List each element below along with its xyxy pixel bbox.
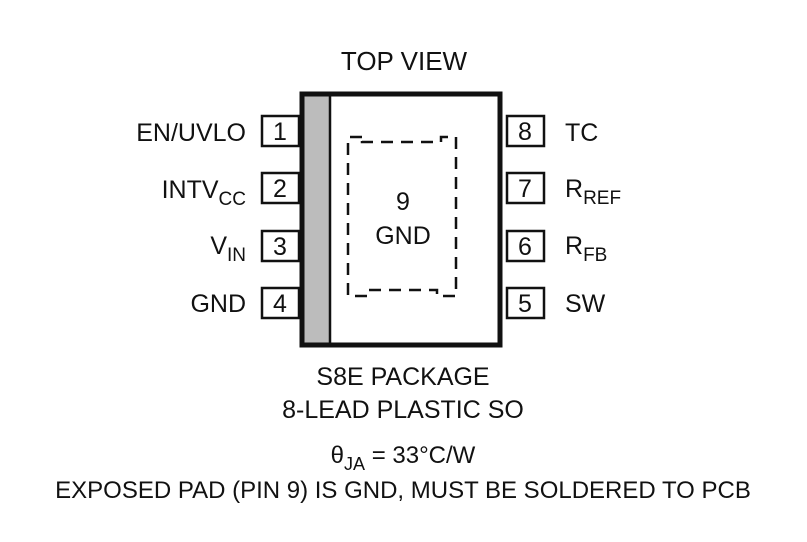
pin-3-number: 3: [273, 233, 287, 261]
pin-5-number: 5: [518, 290, 532, 318]
pin-2: 2 INTVCC: [162, 171, 301, 210]
pin-2-label: INTVCC: [162, 176, 246, 210]
pin-7: 7 RREF: [505, 171, 621, 209]
pin-2-number: 2: [273, 175, 287, 203]
pin-5-label: SW: [565, 290, 606, 318]
pin-7-box: [505, 171, 546, 205]
exposed-pad-label: GND: [375, 222, 431, 250]
exposed-pad-number: 9: [396, 188, 410, 216]
pin-7-number: 7: [518, 175, 532, 203]
package-body: [299, 91, 503, 348]
pin-7-label: RREF: [565, 175, 621, 209]
pin-8: 8 TC: [505, 114, 598, 148]
thermal-resistance: θJA = 33°C/W: [331, 442, 476, 474]
pin-8-number: 8: [518, 118, 532, 146]
pin-6-box: [505, 229, 546, 263]
pin-1-box: [260, 114, 301, 148]
pin-4-box: [260, 286, 301, 320]
pin-4-number: 4: [273, 290, 287, 318]
pin-6-label: RFB: [565, 232, 607, 266]
pin-5: 5 SW: [505, 286, 606, 320]
pin-2-box: [260, 171, 301, 205]
pin-8-box: [505, 114, 546, 148]
left-pins: 1 EN/UVLO 2 INTVCC 3 VIN 4 GND: [136, 114, 301, 320]
pin-1-label: EN/UVLO: [136, 119, 246, 147]
pin-3-label: VIN: [210, 232, 246, 266]
package-description: 8-LEAD PLASTIC SO: [282, 396, 524, 424]
pin-4: 4 GND: [190, 286, 301, 320]
pin-4-label: GND: [190, 290, 246, 318]
pin-3: 3 VIN: [210, 229, 301, 266]
pin-1: 1 EN/UVLO: [136, 114, 301, 148]
exposed-pad-note: EXPOSED PAD (PIN 9) IS GND, MUST BE SOLD…: [55, 477, 751, 504]
pin-6-number: 6: [518, 233, 532, 261]
pin1-indicator-stripe: [304, 96, 330, 343]
pin-6: 6 RFB: [505, 229, 607, 266]
pin-3-box: [260, 229, 301, 263]
exposed-pad-outline: [346, 135, 458, 298]
pin-1-number: 1: [273, 118, 287, 146]
pin-8-label: TC: [565, 119, 598, 147]
view-title: TOP VIEW: [341, 46, 468, 76]
right-pins: 8 TC 7 RREF 6 RFB 5 SW: [505, 114, 621, 320]
package-name: S8E PACKAGE: [316, 363, 489, 391]
pin-5-box: [505, 286, 546, 320]
